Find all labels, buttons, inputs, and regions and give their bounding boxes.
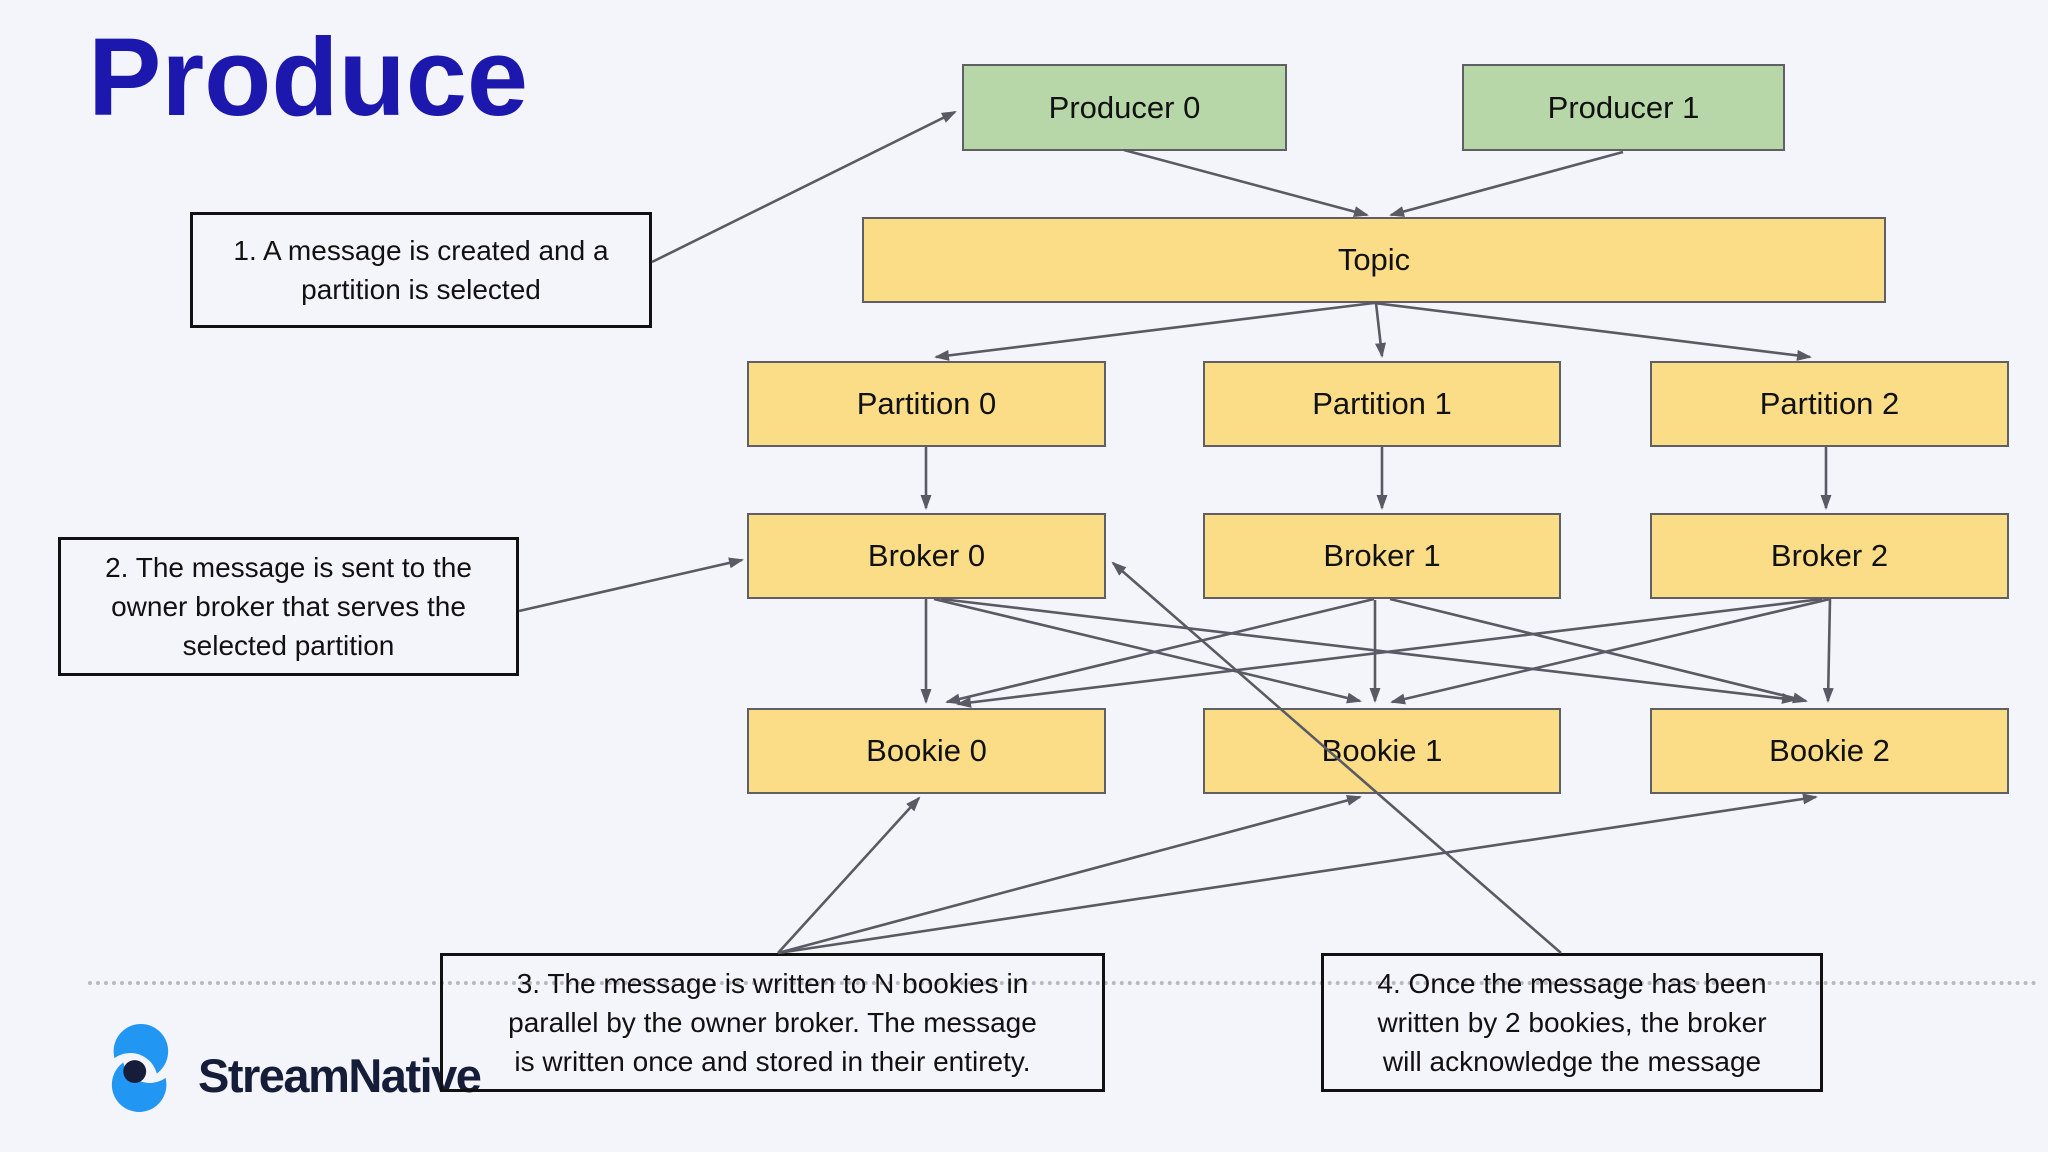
arrow-topic-to-partition1 [1374,302,1387,358]
arrow-broker0-to-bookie2 [940,597,1797,704]
arrow-producer1-to-topic [1389,150,1624,217]
node-label: Topic [1337,242,1411,277]
arrow-note3-to-bookie1 [777,795,1362,955]
node-label: Bookie 1 [1321,733,1443,768]
node-label: Partition 0 [856,386,997,421]
note-line: selected partition [182,630,395,661]
note-line: owner broker that serves the [111,591,466,622]
node-bookie-2: Bookie 2 [1650,708,2009,794]
note-line: 4. Once the message has been [1377,968,1767,999]
arrow-topic-to-partition2 [1373,301,1812,361]
note-3: 3. The message is written to N bookies i… [440,953,1105,1092]
node-label: Broker 0 [867,538,986,573]
note-line: is written once and stored in their enti… [514,1046,1031,1077]
node-partition-0: Partition 0 [747,361,1106,447]
node-label: Producer 1 [1547,89,1700,125]
note-line: partition is selected [301,274,541,305]
streamnative-logo: StreamNative [96,1022,482,1114]
note-line: 3. The message is written to N bookies i… [516,968,1029,999]
arrow-note3-to-bookie2 [777,793,1818,955]
note-line: will acknowledge the message [1382,1046,1762,1077]
note-4: 4. Once the message has been written by 2… [1321,953,1823,1092]
arrow-producer0-to-topic [1123,148,1369,217]
node-partition-1: Partition 1 [1203,361,1561,447]
node-partition-2: Partition 2 [1650,361,2009,447]
arrow-broker2-to-bookie2 [1822,598,1834,703]
node-label: Bookie 2 [1769,733,1890,768]
node-bookie-1: Bookie 1 [1203,708,1561,794]
node-broker-0: Broker 0 [747,513,1106,599]
node-topic: Topic [862,217,1886,303]
node-label: Broker 2 [1770,538,1889,573]
page-title: Produce [88,16,529,139]
note-2: 2. The message is sent to the owner broke… [58,537,519,676]
note-line: 2. The message is sent to the [105,552,472,583]
arrow-topic-to-partition0 [934,301,1375,361]
arrow-broker2-to-bookie1 [1390,597,1831,705]
arrow-note2-to-broker0 [518,557,744,613]
arrow-broker0-to-bookie1 [933,597,1362,704]
node-label: Partition 2 [1759,386,1900,421]
node-label: Broker 1 [1323,538,1441,573]
node-broker-2: Broker 2 [1650,513,2009,599]
note-1: 1. A message is created and a partition i… [190,212,652,328]
node-producer-0: Producer 0 [962,64,1287,151]
node-label: Partition 1 [1312,386,1452,421]
node-producer-1: Producer 1 [1462,64,1785,151]
note-line: written by 2 bookies, the broker [1377,1007,1767,1038]
arrow-broker1-to-bookie2 [1389,597,1808,704]
note-line: 1. A message is created and a [233,235,609,266]
node-label: Producer 0 [1048,89,1201,125]
node-broker-1: Broker 1 [1203,513,1561,599]
logo-dot [123,1060,147,1083]
note-line: parallel by the owner broker. The messag… [508,1007,1037,1038]
streamnative-wordmark: StreamNative [198,1048,482,1102]
arrow-broker2-to-bookie0 [956,597,1823,708]
footer-divider-dotted-line [88,981,2038,985]
streamnative-logo-icon [111,1024,169,1112]
arrow-note3-to-bookie0 [777,796,921,954]
node-bookie-0: Bookie 0 [747,708,1106,794]
arrow-broker1-to-bookie0 [945,597,1375,705]
node-label: Bookie 0 [866,733,987,768]
